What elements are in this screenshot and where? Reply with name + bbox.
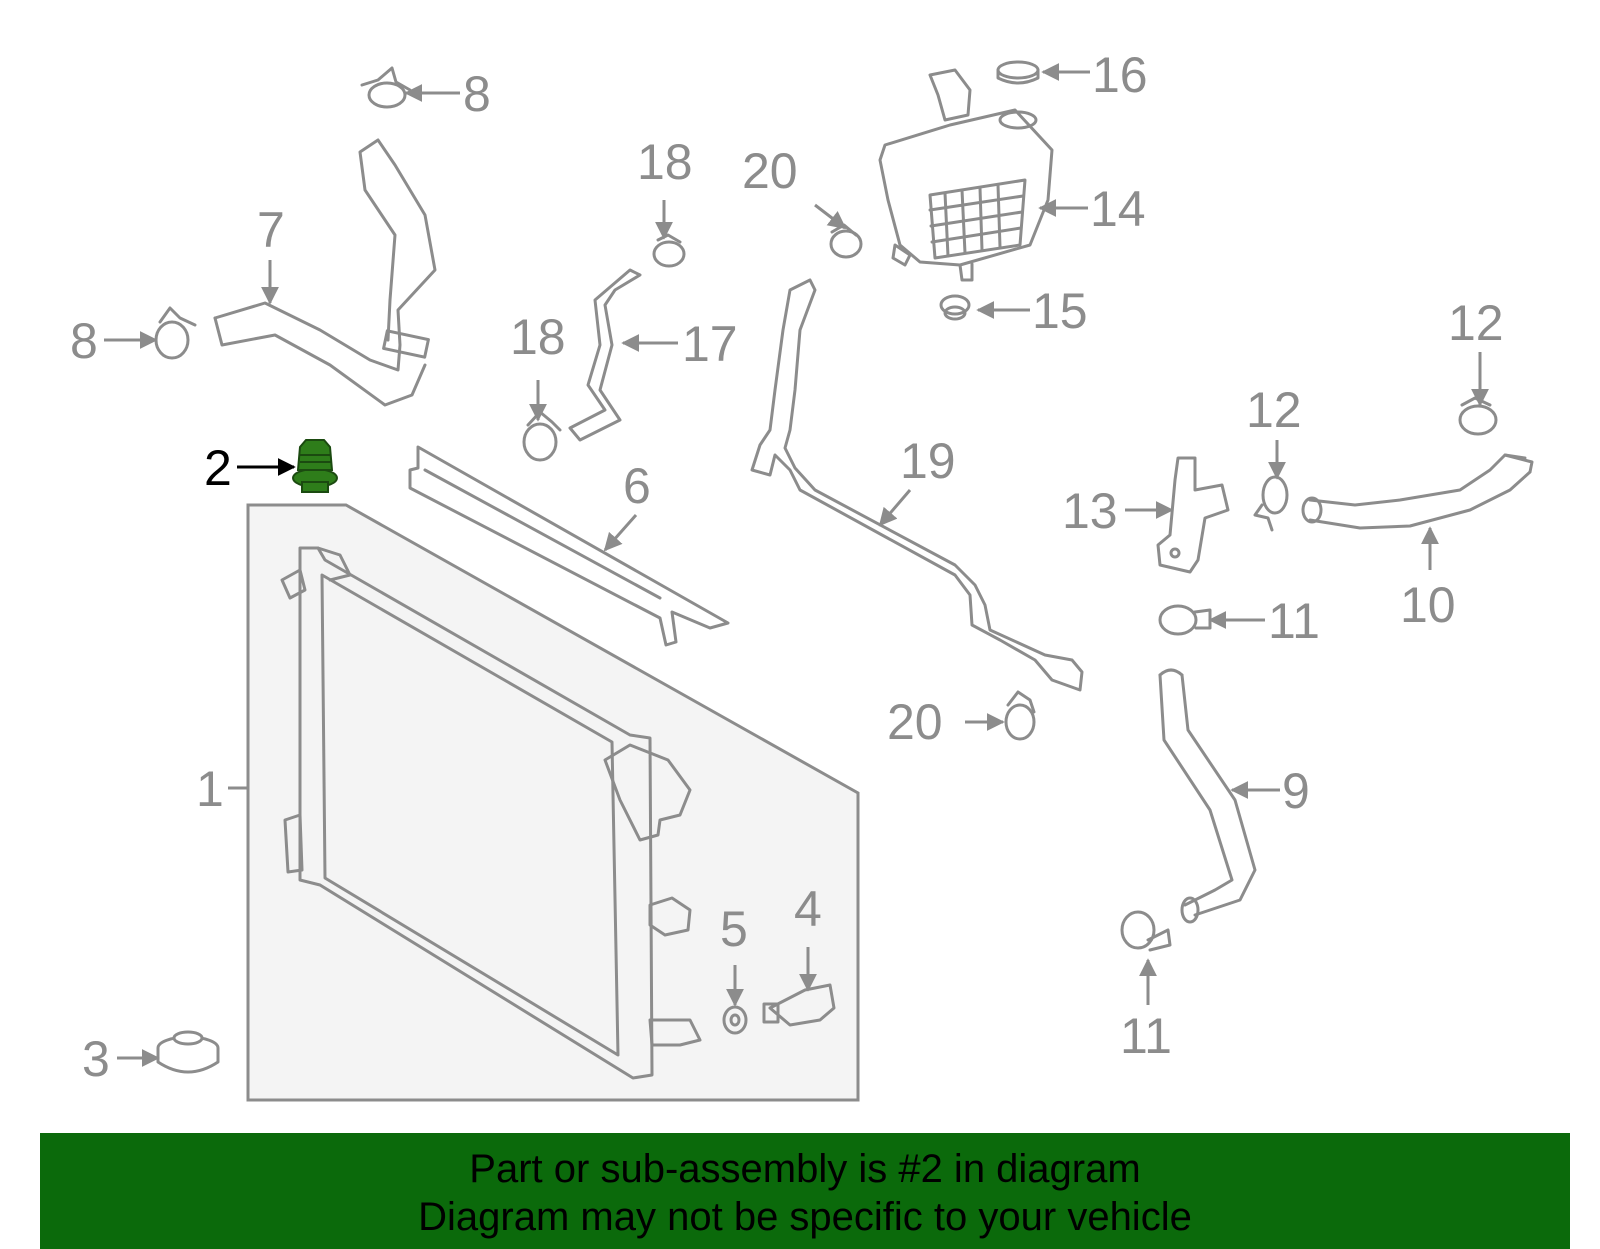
part-12-clamp-lower[interactable] <box>1253 475 1289 532</box>
callout-5: 5 <box>720 901 748 957</box>
part-7-upper-hose[interactable] <box>213 138 437 407</box>
callout-8-left: 8 <box>70 313 98 369</box>
part-5-o-ring[interactable] <box>722 1005 748 1035</box>
part-6-seal[interactable] <box>408 445 730 647</box>
part-18-clamp-lower[interactable] <box>522 410 562 462</box>
callout-19: 19 <box>900 433 956 489</box>
callout-3: 3 <box>82 1031 110 1087</box>
callout-13: 13 <box>1062 483 1118 539</box>
part-20-clamp-upper[interactable] <box>829 223 863 259</box>
callout-1: 1 <box>196 761 224 817</box>
callout-11-upper: 11 <box>1268 593 1320 649</box>
banner-line-1: Part or sub-assembly is #2 in diagram <box>469 1147 1141 1191</box>
callout-15: 15 <box>1032 283 1088 339</box>
radiator-assembly[interactable] <box>246 503 860 1102</box>
callout-18-upper: 18 <box>637 134 693 190</box>
part-10-hose[interactable] <box>1301 453 1534 530</box>
callout-17: 17 <box>682 316 738 372</box>
callout-numbers: 1 2 3 4 5 6 7 8 8 9 10 11 11 12 12 13 14… <box>70 47 1504 1087</box>
part-3-radiator-cap[interactable] <box>156 1030 220 1074</box>
part-15-grommet[interactable] <box>939 294 971 321</box>
part-19-long-hose[interactable] <box>750 278 1084 692</box>
part-16-cap-seal[interactable] <box>996 60 1040 85</box>
part-11-clamp-lower[interactable] <box>1120 910 1172 952</box>
part-8-clamp-left[interactable] <box>154 306 197 360</box>
part-12-clamp-upper[interactable] <box>1458 396 1498 436</box>
callout-16: 16 <box>1092 47 1148 103</box>
callout-8-top: 8 <box>463 66 491 122</box>
callout-14: 14 <box>1090 181 1146 237</box>
part-13-water-outlet[interactable] <box>1156 456 1230 574</box>
callout-7: 7 <box>257 202 285 258</box>
part-18-clamp-upper[interactable] <box>652 233 686 268</box>
part-17-small-hose[interactable] <box>568 268 642 442</box>
callout-11-lower: 11 <box>1120 1008 1172 1064</box>
callout-6: 6 <box>623 458 651 514</box>
part-8-clamp-top[interactable] <box>360 66 412 109</box>
callout-12-lower: 12 <box>1246 382 1302 438</box>
callout-2: 2 <box>204 440 232 496</box>
callout-18-lower: 18 <box>510 309 566 365</box>
part-20-clamp-lower[interactable] <box>1004 690 1036 741</box>
callout-20-upper: 20 <box>742 143 798 199</box>
callout-10: 10 <box>1400 577 1456 633</box>
part-14-reservoir-tank[interactable] <box>878 68 1054 282</box>
callout-9: 9 <box>1282 763 1310 819</box>
callout-4: 4 <box>794 881 822 937</box>
banner-line-2: Diagram may not be specific to your vehi… <box>418 1195 1192 1239</box>
callout-12-upper: 12 <box>1448 295 1504 351</box>
part-9-lower-hose[interactable] <box>1158 668 1257 924</box>
part-11-clamp-upper[interactable] <box>1158 604 1212 636</box>
callout-20-lower: 20 <box>887 694 943 750</box>
disclaimer-banner: Part or sub-assembly is #2 in diagram Di… <box>40 1133 1570 1249</box>
part-2-drain-cock[interactable] <box>292 439 338 493</box>
leader-lines <box>104 63 1489 1067</box>
